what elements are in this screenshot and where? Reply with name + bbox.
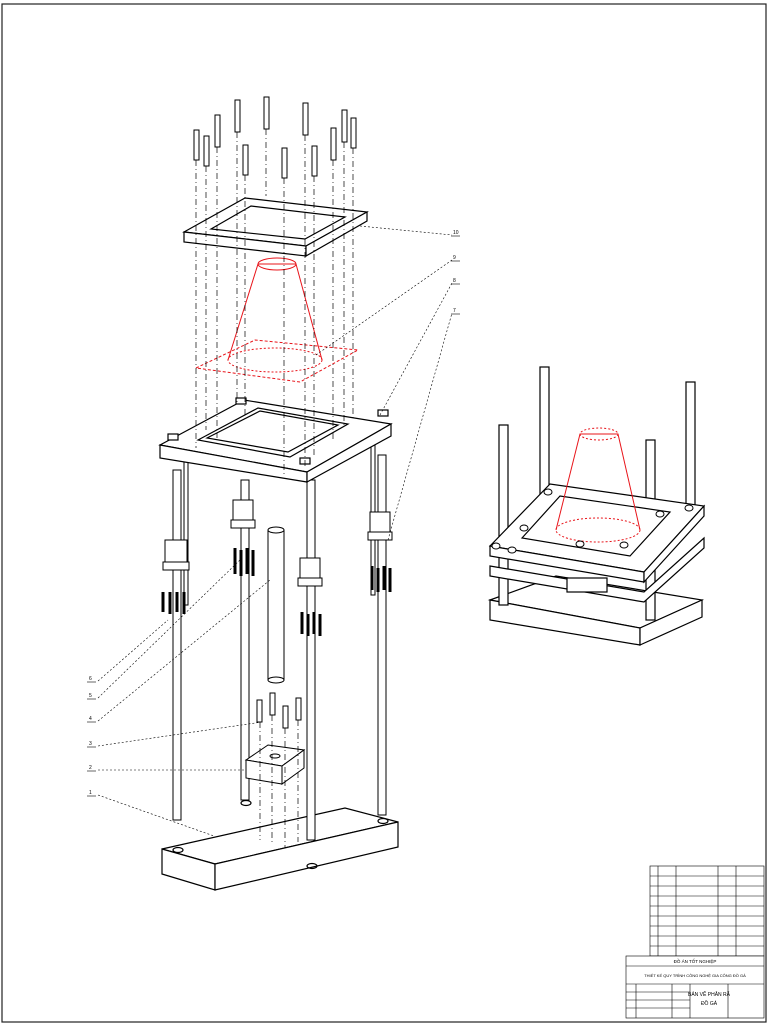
center-pin bbox=[267, 526, 285, 684]
title-block bbox=[625, 865, 765, 1019]
callout-8: 8 bbox=[453, 278, 456, 284]
callout-2: 2 bbox=[89, 765, 92, 771]
top-clamp-frame bbox=[182, 197, 369, 258]
drawing-title-line-2: ĐỒ GÁ bbox=[701, 1000, 718, 1007]
callout-10: 10 bbox=[453, 230, 459, 236]
callout-5: 5 bbox=[89, 693, 92, 699]
callout-9: 9 bbox=[453, 255, 456, 261]
sheet-border bbox=[1, 3, 767, 1023]
base-plate bbox=[161, 799, 399, 891]
callout-4: 4 bbox=[89, 716, 92, 722]
project-title: ĐỒ ÁN TỐT NGHIỆP bbox=[674, 957, 717, 964]
callout-underlines bbox=[87, 235, 460, 797]
guide-posts bbox=[172, 444, 387, 841]
callout-6: 6 bbox=[89, 676, 92, 682]
callout-1: 1 bbox=[89, 790, 92, 796]
assembled-view bbox=[487, 366, 706, 646]
lower-frame-plate bbox=[158, 397, 393, 484]
block-screws bbox=[256, 692, 302, 729]
callout-3: 3 bbox=[89, 741, 92, 747]
title-block-text: ĐỒ ÁN TỐT NGHIỆP THIẾT KẾ QUY TRÌNH CÔNG… bbox=[644, 957, 746, 1007]
drawing-title-line-1: BẢN VẼ PHÂN RÃ bbox=[688, 991, 731, 998]
locating-block bbox=[244, 744, 306, 785]
bushing-assemblies bbox=[161, 499, 393, 636]
callout-7: 7 bbox=[453, 308, 456, 314]
axis-lines bbox=[195, 129, 354, 848]
workpiece-cone bbox=[194, 257, 360, 383]
project-subject: THIẾT KẾ QUY TRÌNH CÔNG NGHỆ GIA CÔNG ĐỒ… bbox=[644, 973, 746, 978]
top-bolts bbox=[193, 96, 357, 179]
leader-lines bbox=[97, 225, 453, 837]
callout-labels: 10 9 8 7 6 5 4 3 2 1 bbox=[89, 230, 459, 796]
